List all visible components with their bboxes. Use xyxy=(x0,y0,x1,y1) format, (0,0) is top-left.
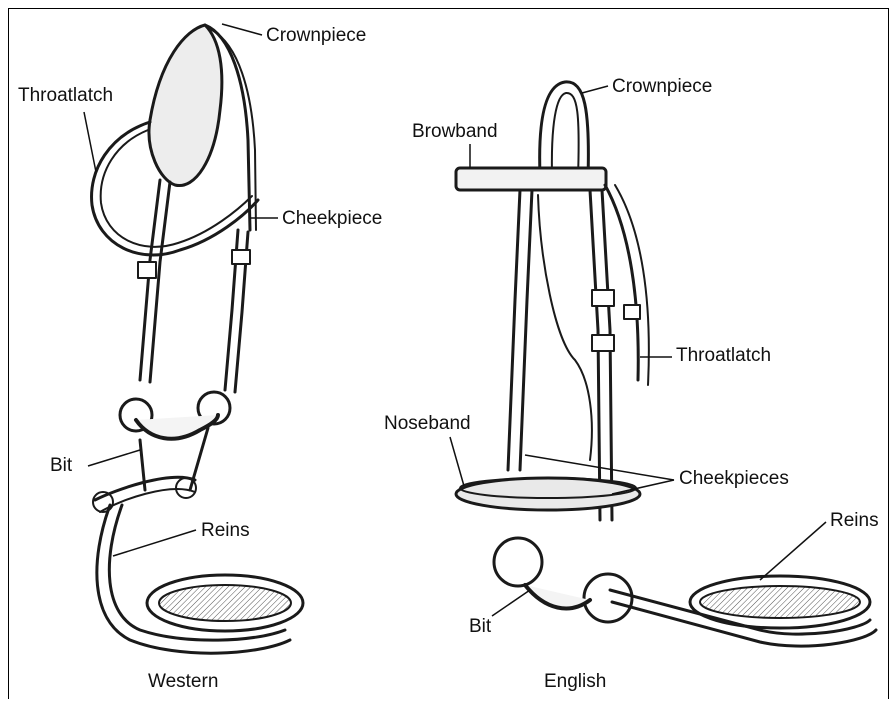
caption-western: Western xyxy=(148,672,218,691)
leader-western-crownpiece xyxy=(222,24,262,35)
label-western-bit: Bit xyxy=(50,456,72,475)
leader-western-throatlatch xyxy=(84,112,96,172)
leader-western-bit xyxy=(88,450,140,466)
leader-english-crownpiece xyxy=(582,86,608,93)
english-browband-shape xyxy=(456,168,606,190)
label-western-cheekpiece: Cheekpiece xyxy=(282,209,382,228)
label-western-throatlatch: Throatlatch xyxy=(18,86,113,105)
label-english-reins: Reins xyxy=(830,511,879,530)
english-bit-shape xyxy=(525,585,590,608)
leader-english-reins xyxy=(760,522,826,580)
label-english-crownpiece: Crownpiece xyxy=(612,77,712,96)
label-english-bit: Bit xyxy=(469,617,491,636)
label-english-noseband: Noseband xyxy=(384,414,471,433)
english-crownpiece-shape xyxy=(540,82,589,178)
label-western-reins: Reins xyxy=(201,521,250,540)
english-bridle-drawing xyxy=(456,82,876,646)
caption-english: English xyxy=(544,672,606,691)
western-bridle-drawing xyxy=(92,25,303,653)
leader-western-reins xyxy=(113,530,196,556)
english-bit-ring-right xyxy=(584,574,632,622)
label-english-cheekpieces: Cheekpieces xyxy=(679,469,789,488)
english-bit-ring-left xyxy=(494,538,542,586)
label-western-crownpiece: Crownpiece xyxy=(266,26,366,45)
western-crownpiece-shape xyxy=(149,25,222,186)
label-english-throatlatch: Throatlatch xyxy=(676,346,771,365)
leader-english-noseband xyxy=(450,437,464,486)
leader-english-bit xyxy=(492,590,530,616)
label-english-browband: Browband xyxy=(412,122,498,141)
